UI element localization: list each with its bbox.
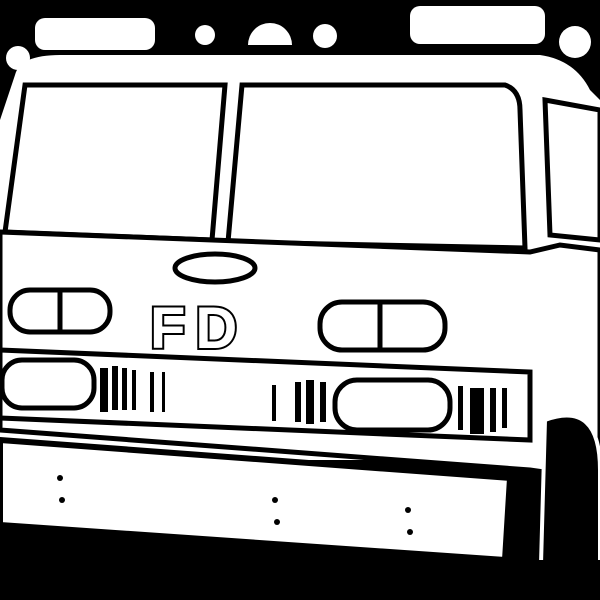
front-wheel (537, 413, 600, 600)
light-bar (6, 6, 591, 70)
bumper-bolts (57, 475, 413, 535)
headlights (0, 357, 453, 433)
marker-lights (7, 287, 448, 353)
windshield (2, 82, 600, 251)
grille-slats (100, 366, 507, 434)
ground (0, 560, 600, 600)
truck-label: FD (150, 296, 247, 361)
hood-emblem (172, 251, 258, 285)
